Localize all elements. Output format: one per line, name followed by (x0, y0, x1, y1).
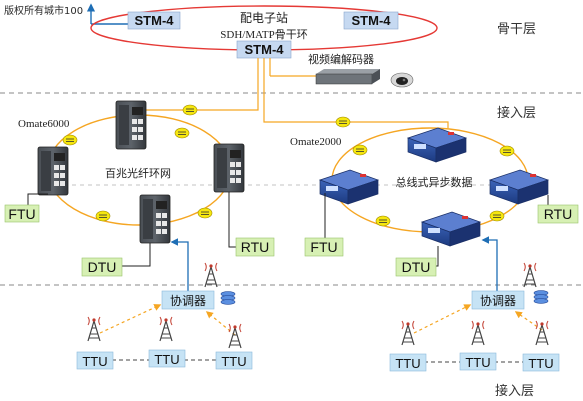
layer-label-backbone: 骨干层 (497, 22, 536, 37)
rtu-label-left: RTU (241, 239, 270, 255)
ttu-node: TTU (148, 349, 186, 368)
backbone-title: 配电子站 (240, 11, 288, 25)
serial-server-icon-bottom (421, 211, 481, 247)
layer-label-access-bottom: 接入层 (495, 383, 534, 399)
backbone-to-left-ring-link (127, 58, 259, 111)
ttu-label: TTU (395, 356, 420, 371)
rtu-label-right: RTU (544, 206, 573, 222)
serial-server-icon-right (489, 169, 549, 205)
dtu-link-left (122, 243, 151, 267)
left-antenna-icon (204, 262, 218, 288)
ttu-node: TTU (76, 351, 114, 370)
dtu-link-right (436, 246, 439, 267)
ttu-label: TTU (528, 356, 553, 371)
ttu-antenna-icon (159, 316, 173, 342)
ttu-label: TTU (221, 354, 246, 369)
left-ring-label: 百兆光纤环网 (105, 166, 171, 180)
right-coordinator-label: 协调器 (480, 293, 516, 308)
wireless-link-arrow (205, 311, 236, 336)
ttu-node: TTU (459, 352, 497, 371)
right-server-stack-icon (533, 290, 549, 304)
stm4-label-left: STM-4 (135, 13, 175, 28)
ttu-antenna-icon (228, 323, 242, 349)
wireless-link-arrow (413, 304, 472, 334)
right-antenna-icon (523, 262, 537, 288)
serial-server-icon-top (407, 127, 467, 163)
right-coordinator-uplink-arrow (481, 236, 498, 299)
ftu-terminal-right: FTU (304, 237, 344, 257)
ftu-label-right: FTU (310, 239, 337, 255)
wireless-link-arrow (514, 311, 543, 331)
left-server-stack-icon (220, 291, 236, 305)
ftu-label-left: FTU (8, 206, 35, 222)
left-coordinator: 协调器 (161, 290, 215, 310)
ttu-antenna-icon (87, 316, 101, 342)
ttu-label: TTU (465, 355, 490, 370)
right-ring-label: 总线式异步数据 (396, 175, 473, 189)
fiber-coupler-icon (352, 144, 368, 156)
rtu-terminal-right: RTU (537, 204, 579, 224)
backbone-to-right-ring-link (263, 58, 449, 128)
dtu-terminal-left: DTU (81, 257, 123, 277)
switch-icon-top (115, 100, 147, 150)
rtu-terminal-left: RTU (235, 237, 275, 257)
video-codec-device (315, 69, 380, 85)
fiber-coupler-icon (335, 116, 351, 128)
left-ring-device-model: Omate6000 (18, 118, 70, 130)
stm4-label-right: STM-4 (352, 13, 392, 28)
dtu-terminal-right: DTU (395, 257, 437, 277)
serial-server-icon-left (319, 169, 379, 205)
camera-icon (390, 72, 414, 88)
stm4-node-bottom: STM-4 (236, 40, 292, 59)
fiber-coupler-icon (197, 207, 213, 219)
watermark-text: 版权所有城市100 (4, 4, 83, 17)
ttu-antenna-icon (401, 320, 415, 346)
stm4-label-bottom: STM-4 (245, 42, 285, 57)
switch-icon-bottom (139, 194, 171, 244)
backbone-subtitle: SDH/MATP骨干环 (220, 28, 307, 41)
dtu-label-left: DTU (88, 259, 117, 275)
fiber-coupler-icon (95, 210, 111, 222)
switch-icon-right (213, 143, 245, 193)
ttu-label: TTU (82, 354, 107, 369)
ttu-node: TTU (215, 351, 253, 370)
fiber-coupler-icon (499, 145, 515, 157)
ftu-terminal-left: FTU (4, 204, 40, 223)
ttu-label: TTU (154, 352, 179, 367)
ftu-link-left (27, 193, 48, 205)
stm4-node-left: STM-4 (127, 11, 181, 30)
ttu-antenna-icon (535, 320, 549, 346)
fiber-coupler-icon (62, 134, 78, 146)
ttu-node: TTU (522, 353, 560, 372)
rtu-link-left (228, 192, 236, 248)
right-coordinator: 协调器 (471, 290, 525, 310)
video-codec-label: 视频编解码器 (308, 52, 374, 66)
wireless-link-arrow (99, 304, 162, 334)
left-coordinator-uplink-arrow (170, 238, 189, 299)
right-ring-device-model: Omate2000 (290, 136, 342, 148)
switch-icon-left (37, 146, 69, 196)
stm4-node-right: STM-4 (343, 11, 399, 30)
fiber-coupler-icon (174, 127, 190, 139)
fiber-coupler-icon (375, 215, 391, 227)
layer-label-access-top: 接入层 (497, 105, 536, 121)
ttu-node: TTU (389, 353, 427, 372)
dtu-label-right: DTU (402, 259, 431, 275)
fiber-coupler-icon (489, 210, 505, 222)
left-coordinator-label: 协调器 (170, 293, 206, 308)
fiber-coupler-icon (182, 104, 198, 116)
ttu-antenna-icon (471, 320, 485, 346)
